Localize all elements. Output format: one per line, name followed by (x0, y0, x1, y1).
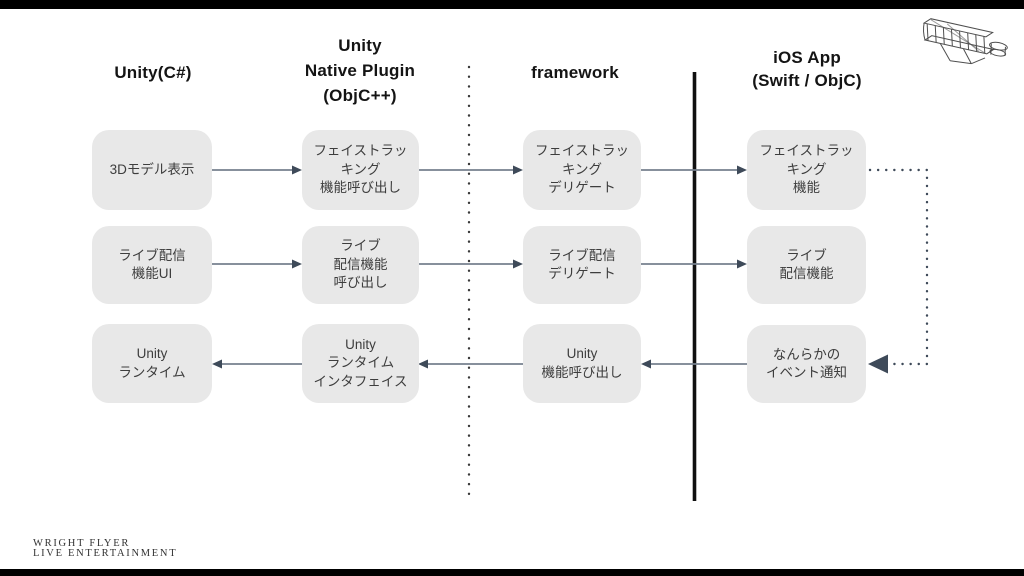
arrowhead-left-icon (641, 359, 651, 369)
box-line: 機能呼び出し (541, 364, 623, 380)
column-header-line: (Swift / ObjC) (752, 71, 862, 90)
arrowhead-right-icon (513, 259, 523, 269)
arrowhead-right-icon (737, 165, 747, 175)
box-3d-model-display: 3Dモデル表示 (92, 130, 212, 210)
box-line: キング (561, 161, 603, 177)
column-header-line: iOS App (773, 48, 841, 67)
column-header-line: Unity (338, 36, 382, 55)
column-header-line: Unity(C#) (114, 63, 192, 82)
box-live-streaming-delegate: ライブ配信 デリゲート (523, 226, 641, 304)
box-line: インタフェイス (313, 373, 408, 389)
box-line: フェイストラッ (534, 143, 630, 159)
box-line: ライブ (786, 247, 827, 263)
box-line: 配信機能 (779, 266, 834, 281)
column-header-framework: framework (495, 61, 655, 85)
bottom-letterbox-bar (0, 569, 1024, 576)
feedback-dotted-path (868, 168, 929, 366)
arrowhead-left-icon (212, 359, 222, 369)
box-line: キング (786, 161, 827, 177)
column-header-unity-csharp: Unity(C#) (73, 61, 233, 85)
box-line: 機能 (793, 180, 820, 196)
arrowhead-right-icon (292, 165, 302, 175)
column-header-native-plugin: Unity Native Plugin (ObjC++) (280, 33, 440, 108)
arrowhead-right-icon (737, 259, 747, 269)
top-letterbox-bar (0, 0, 1024, 9)
column-header-line: (ObjC++) (323, 86, 397, 105)
box-facetracking-call: フェイストラッ キング 機能呼び出し (302, 130, 419, 210)
footer-wordmark: WRIGHT FLYER LIVE ENTERTAINMENT (33, 539, 177, 558)
box-unity-function-call: Unity 機能呼び出し (523, 324, 641, 403)
box-unity-runtime: Unity ランタイム (92, 324, 212, 403)
box-line: イベント通知 (766, 365, 847, 380)
box-line: デリゲート (548, 266, 616, 281)
box-line: フェイストラッ (313, 143, 408, 159)
box-live-streaming-call: ライブ 配信機能 呼び出し (302, 226, 419, 304)
wordmark-line: LIVE ENTERTAINMENT (33, 547, 178, 559)
box-line: ライブ配信 (548, 247, 616, 263)
box-line: Unity (136, 346, 168, 361)
box-line: なんらかの (772, 346, 841, 362)
arrowhead-right-icon (513, 165, 523, 175)
box-line: デリゲート (548, 180, 616, 196)
box-line: 機能UI (131, 266, 173, 281)
box-line: キング (340, 161, 381, 177)
feedback-arrowhead-left-icon (868, 354, 888, 374)
wordmark-line: WRIGHT FLYER (33, 538, 131, 549)
column-header-line: framework (531, 63, 619, 82)
arrowhead-left-icon (418, 359, 428, 369)
column-header-ios-app: iOS App (Swift / ObjC) (727, 46, 887, 92)
box-line: Unity (345, 336, 376, 352)
wright-flyer-biplane-icon (922, 18, 1008, 65)
box-facetracking-delegate: フェイストラッ キング デリゲート (523, 130, 641, 210)
box-line: 機能呼び出し (320, 180, 401, 196)
box-live-streaming-ui: ライブ配信 機能UI (92, 226, 212, 304)
arrowhead-right-icon (292, 259, 302, 269)
box-facetracking-feature: フェイストラッ キング 機能 (747, 130, 866, 210)
box-line: Unity (566, 346, 598, 361)
box-line: ランタイム (326, 355, 395, 371)
box-line: 呼び出し (333, 275, 388, 291)
box-line: ライブ (340, 238, 381, 254)
box-unity-runtime-interface: Unity ランタイム インタフェイス (302, 324, 419, 403)
box-line: 3Dモデル表示 (109, 161, 195, 177)
box-line: ランタイム (118, 364, 186, 380)
column-header-line: Native Plugin (304, 61, 416, 80)
box-event-notification: なんらかの イベント通知 (747, 325, 866, 403)
box-live-streaming-feature: ライブ 配信機能 (747, 226, 866, 304)
box-line: フェイストラッ (759, 143, 854, 159)
box-line: ライブ配信 (118, 247, 186, 263)
box-line: 配信機能 (333, 256, 388, 272)
